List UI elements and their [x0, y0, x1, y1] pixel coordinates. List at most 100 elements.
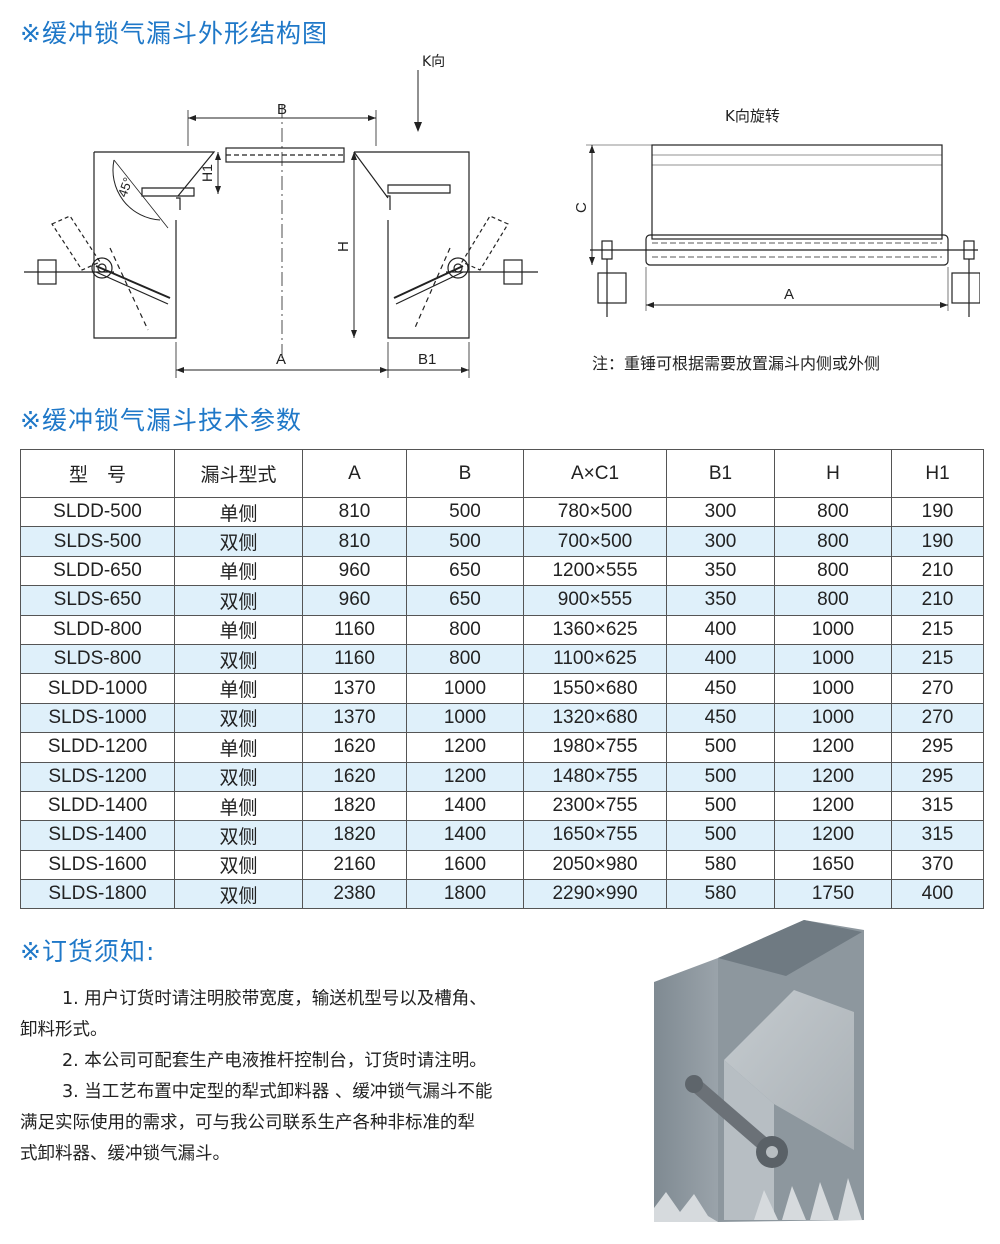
params-heading: ※缓冲锁气漏斗技术参数 — [20, 406, 302, 435]
cell-axc1: 1980×755 — [523, 732, 667, 763]
cell-b: 650 — [406, 555, 524, 587]
cell-b1: 500 — [666, 732, 775, 763]
header-h1: H1 — [891, 449, 984, 498]
cell-type: 双侧 — [174, 820, 303, 851]
cell-h1: 210 — [891, 555, 984, 587]
cell-axc1: 780×500 — [523, 496, 667, 528]
cell-type: 单侧 — [174, 732, 303, 763]
k-view-diagram: K向旋转 C A — [573, 107, 980, 317]
cell-b1: 350 — [666, 585, 775, 616]
dim-h1-label: H1 — [199, 164, 215, 182]
cell-axc1: 900×555 — [523, 585, 667, 616]
cell-h: 800 — [774, 526, 892, 557]
cell-h1: 400 — [891, 879, 984, 910]
cell-model: SLDD-1000 — [20, 673, 175, 704]
cell-h: 1000 — [774, 614, 892, 645]
cell-b: 1400 — [406, 790, 524, 822]
cell-axc1: 1200×555 — [523, 555, 667, 587]
cell-b: 1800 — [406, 879, 524, 910]
cell-type: 双侧 — [174, 879, 303, 910]
cell-a: 1620 — [302, 732, 407, 763]
cell-a: 960 — [302, 555, 407, 587]
cell-h: 1200 — [774, 790, 892, 822]
cell-type: 双侧 — [174, 761, 303, 792]
cell-a: 1370 — [302, 673, 407, 704]
cell-axc1: 700×500 — [523, 526, 667, 557]
structure-diagram: K向 B H1 H A B1 45° — [24, 54, 538, 378]
dim-h-label: H — [335, 241, 352, 252]
cell-b1: 300 — [666, 526, 775, 557]
notice-item-1: 1. 用户订货时请注明胶带宽度，输送机型号以及槽角、 — [62, 989, 487, 1009]
cell-type: 单侧 — [174, 555, 303, 587]
cell-axc1: 2290×990 — [523, 879, 667, 910]
notice-item-3-end: 式卸料器、缓冲锁气漏斗。 — [20, 1144, 230, 1164]
cell-h1: 315 — [891, 820, 984, 851]
cell-h: 800 — [774, 585, 892, 616]
cell-model: SLDS-1200 — [20, 761, 175, 792]
cell-axc1: 2050×980 — [523, 849, 667, 881]
cell-model: SLDS-500 — [20, 526, 175, 557]
cell-axc1: 1650×755 — [523, 820, 667, 851]
header-b1: B1 — [666, 449, 775, 498]
dim-c-label: C — [573, 202, 590, 213]
notice-item-2: 2. 本公司可配套生产电液推杆控制台，订货时请注明。 — [62, 1051, 487, 1071]
cell-b: 500 — [406, 526, 524, 557]
cell-model: SLDD-1400 — [20, 790, 175, 822]
cell-b: 1000 — [406, 702, 524, 734]
k-view-title: K向旋转 — [725, 107, 780, 125]
cell-h: 1200 — [774, 732, 892, 763]
product-image — [654, 920, 864, 1222]
cell-axc1: 1100×625 — [523, 643, 667, 675]
cell-b1: 400 — [666, 614, 775, 645]
cell-b1: 450 — [666, 702, 775, 734]
cell-a: 810 — [302, 496, 407, 528]
header-a: A — [302, 449, 407, 498]
cell-h1: 215 — [891, 643, 984, 675]
cell-type: 双侧 — [174, 849, 303, 881]
cell-h1: 295 — [891, 732, 984, 763]
cell-a: 2380 — [302, 879, 407, 910]
cell-type: 双侧 — [174, 585, 303, 616]
cell-b1: 500 — [666, 790, 775, 822]
cell-h: 1650 — [774, 849, 892, 881]
cell-type: 单侧 — [174, 614, 303, 645]
cell-type: 单侧 — [174, 496, 303, 528]
cell-b: 800 — [406, 614, 524, 645]
notice-item-3-cont: 满足实际使用的需求，可与我公司联系生产各种非标准的犁 — [20, 1113, 475, 1133]
cell-a: 1370 — [302, 702, 407, 734]
cell-b: 1200 — [406, 732, 524, 763]
cell-type: 双侧 — [174, 526, 303, 557]
dim-b-label: B — [277, 101, 287, 118]
cell-b1: 450 — [666, 673, 775, 704]
k-direction-label: K向 — [422, 54, 445, 70]
structure-heading: ※缓冲锁气漏斗外形结构图 — [20, 19, 328, 48]
header-axc1: A×C1 — [523, 449, 667, 498]
weight-note: 注：重锤可根据需要放置漏斗内侧或外侧 — [592, 354, 881, 373]
cell-type: 双侧 — [174, 643, 303, 675]
cell-type: 单侧 — [174, 673, 303, 704]
cell-model: SLDS-1600 — [20, 849, 175, 881]
cell-h: 1000 — [774, 673, 892, 704]
cell-model: SLDS-800 — [20, 643, 175, 675]
cell-a: 810 — [302, 526, 407, 557]
cell-b1: 580 — [666, 849, 775, 881]
cell-axc1: 1480×755 — [523, 761, 667, 792]
cell-axc1: 1320×680 — [523, 702, 667, 734]
angle-label: 45° — [115, 175, 136, 199]
cell-b1: 500 — [666, 820, 775, 851]
ordering-heading: ※订货须知: — [20, 937, 156, 966]
cell-h: 800 — [774, 496, 892, 528]
header-b: B — [406, 449, 524, 498]
cell-h: 1750 — [774, 879, 892, 910]
cell-b1: 300 — [666, 496, 775, 528]
cell-h: 1000 — [774, 643, 892, 675]
